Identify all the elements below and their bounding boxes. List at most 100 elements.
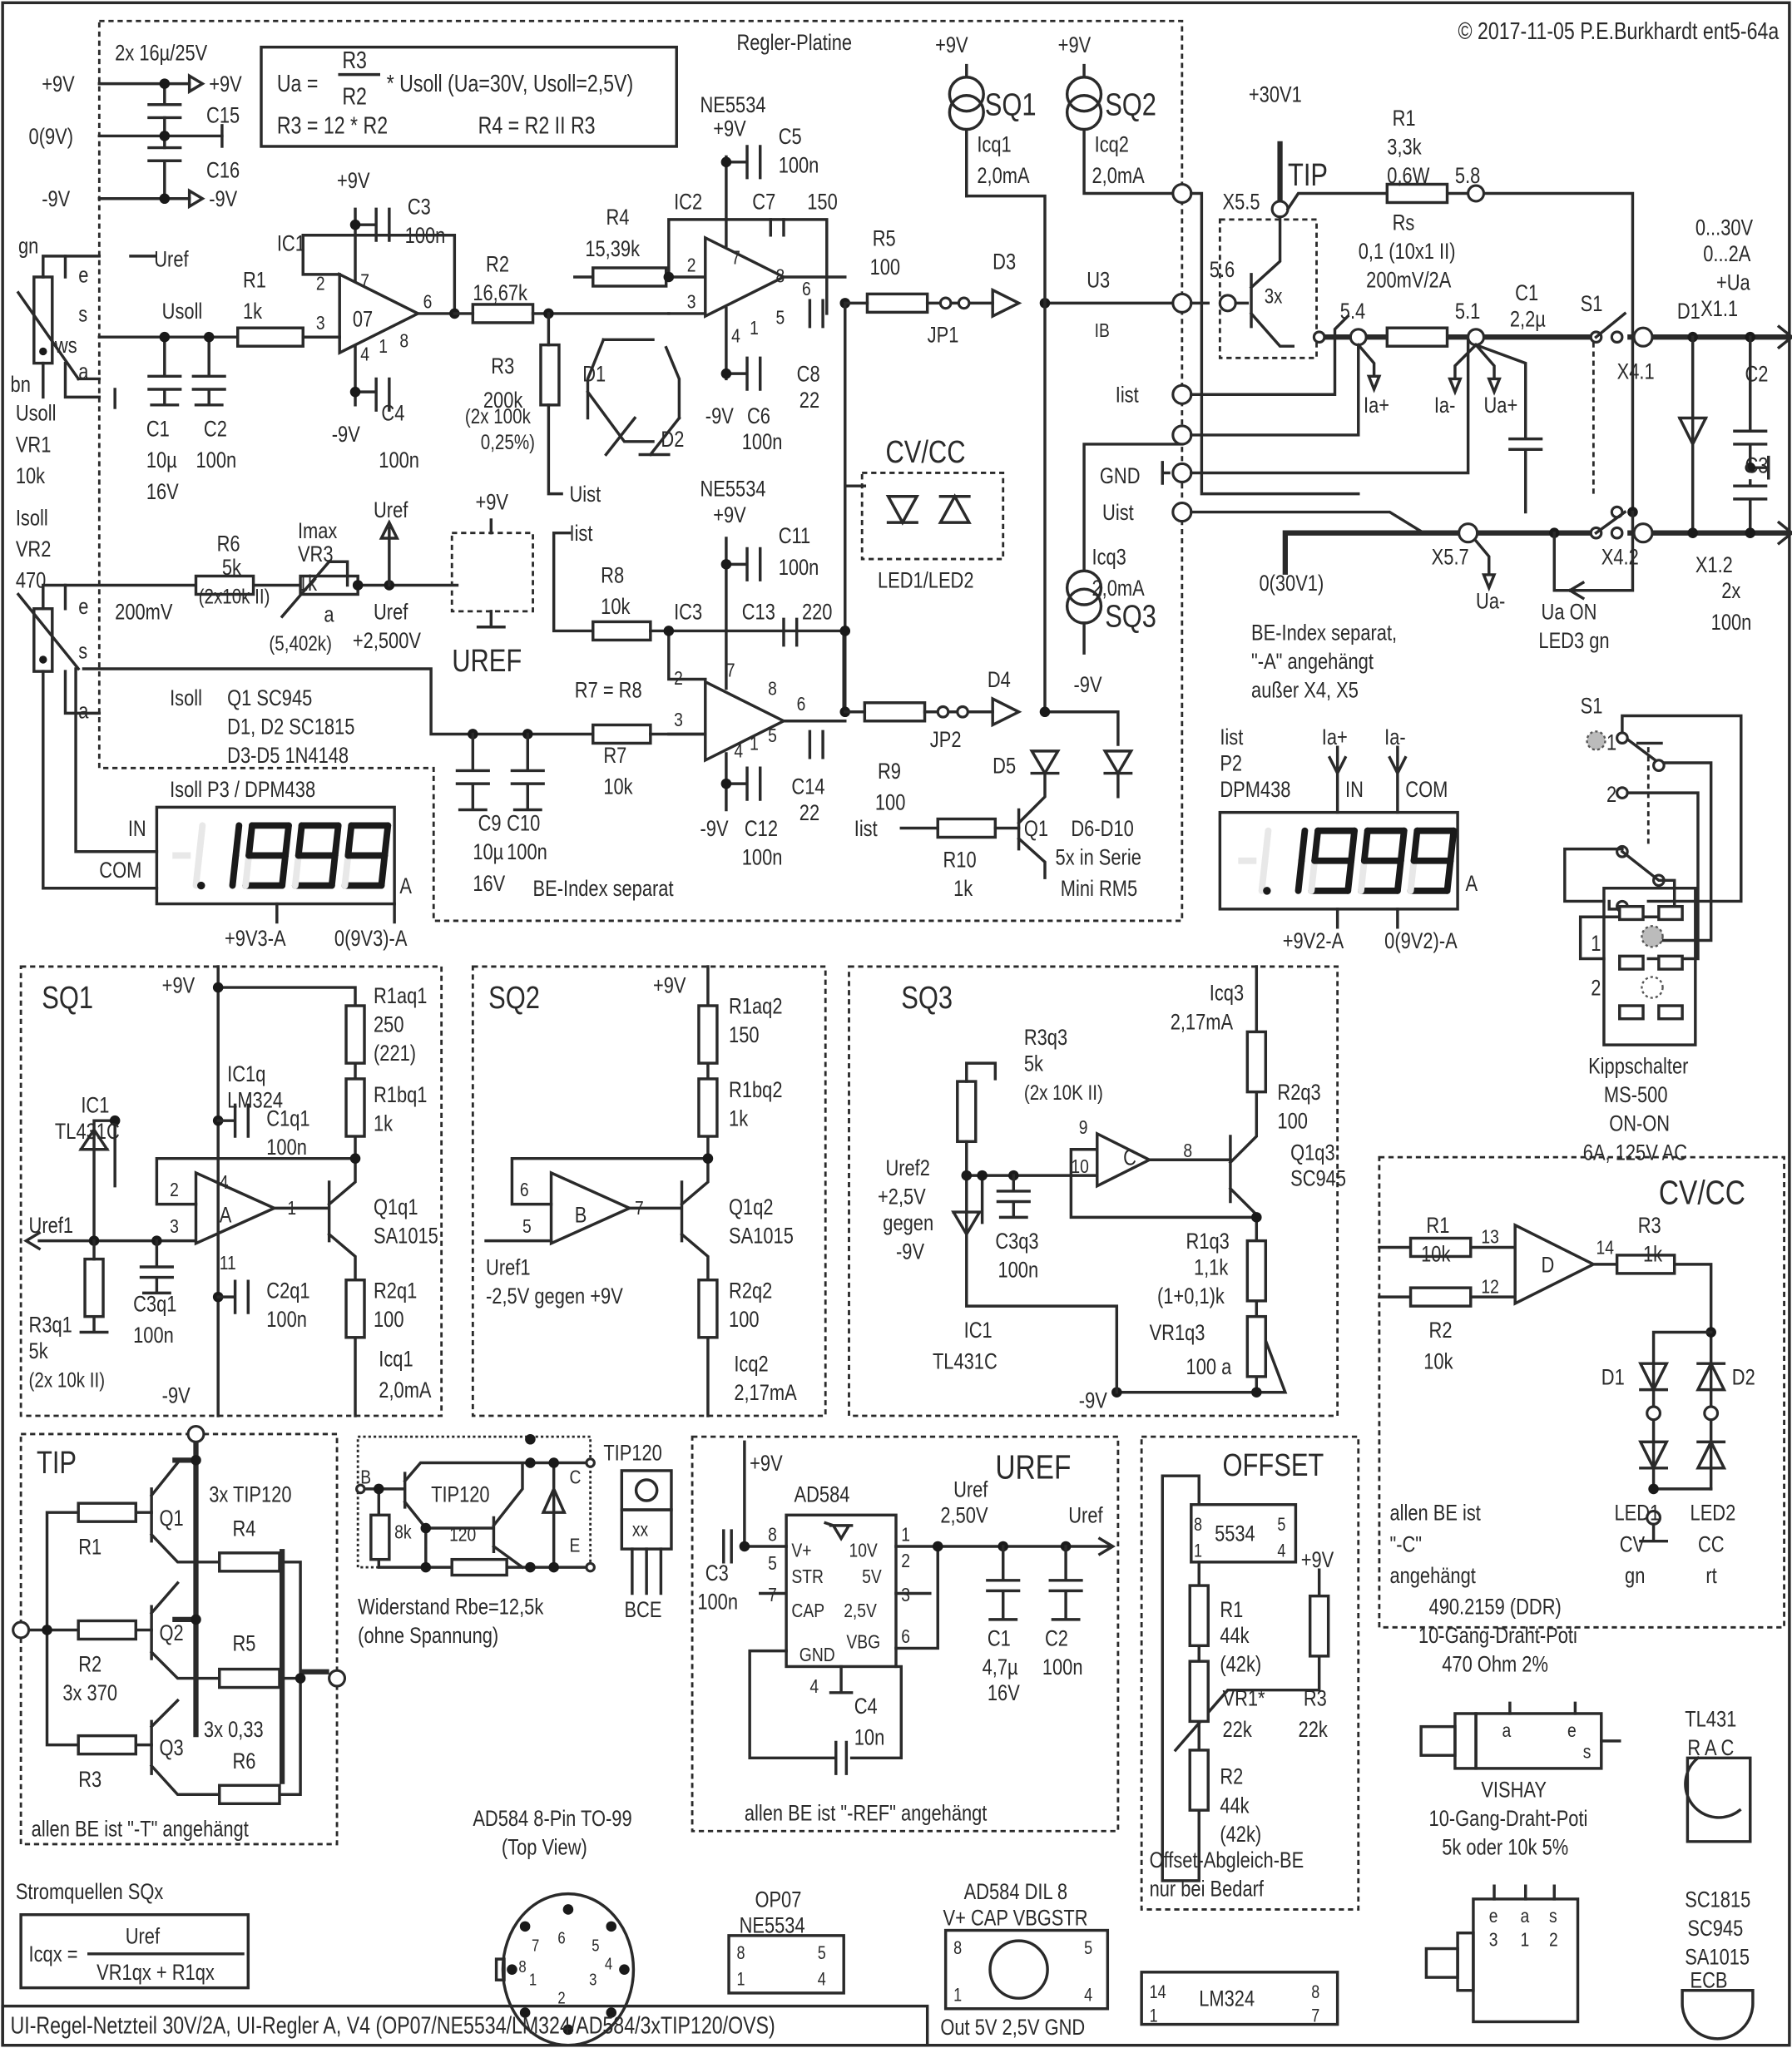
- labels-p2-in-label: IN: [1345, 778, 1364, 803]
- labels-c4-b-label: 100n: [379, 448, 419, 473]
- tip120-pkg-xx-label: xx: [632, 1519, 649, 1541]
- labels-zero9v-label: 0(9V): [29, 125, 73, 150]
- display-segment-c: [378, 852, 389, 889]
- tip-q2-label: Q2: [160, 1621, 184, 1646]
- labels-e1-label: e: [78, 263, 88, 288]
- display-segment-f: [1360, 827, 1371, 864]
- labels-imax-b-label: VR3: [298, 542, 334, 567]
- cvcc-amp-label: D: [1542, 1253, 1555, 1278]
- cvcc-led1-b-label: CV: [1620, 1532, 1646, 1557]
- labels-t56-label: 5.6: [1210, 258, 1235, 283]
- labels-c14-a-label: C14: [791, 775, 824, 800]
- labels-c1-a-label: C1: [146, 418, 170, 443]
- labels-r1p-a-label: R1: [1393, 106, 1416, 131]
- labels-c1-b-label: 10µ: [146, 448, 177, 473]
- sq1-r3q1-label: R3q1: [29, 1313, 72, 1338]
- labels-uref-block-label: UREF: [452, 644, 522, 679]
- sq3-circuit: [951, 965, 1288, 1398]
- uref-c4-v-label: 10n: [854, 1726, 884, 1751]
- parts-to99-pins-7-label: 8: [518, 1956, 526, 1976]
- tip120-title-label: TIP120: [431, 1483, 490, 1508]
- sq1-c2q1-label: C2q1: [266, 1279, 309, 1304]
- labels-r3-a-label: R3: [491, 354, 514, 379]
- cvcc-note-a-label: allen BE ist: [1389, 1501, 1481, 1526]
- parts-lm324-label: LM324: [1199, 1987, 1255, 2012]
- labels-p2-unit-label: A: [1466, 872, 1478, 897]
- sq2-r1bq2-label: R1bq2: [729, 1078, 782, 1103]
- labels-ua-on-label: Ua ON: [1542, 600, 1597, 625]
- tip-note-label: allen BE ist "-T" angehängt: [32, 1818, 249, 1843]
- parts-poti1-pa-label: a: [1502, 1719, 1511, 1741]
- sq3-icq3-label: Icq3: [1210, 982, 1244, 1007]
- sq2-title-label: SQ2: [488, 981, 540, 1016]
- labels-r5-a-label: R5: [873, 226, 896, 251]
- cvcc-r3-v-label: 1k: [1643, 1243, 1663, 1268]
- sq1-lm324-label: LM324: [227, 1089, 283, 1114]
- labels-p3-com-label: COM: [99, 858, 141, 883]
- labels-led12-label: LED1/LED2: [878, 569, 974, 594]
- sq3-r3q3-v-label: 5k: [1024, 1052, 1044, 1077]
- labels-c10-a-label: C10: [507, 812, 540, 837]
- labels-p2-sup-a-label: +9V2-A: [1283, 929, 1344, 954]
- labels-ia-minus-label: Ia-: [1434, 393, 1456, 418]
- sq2-icq2-label: Icq2: [734, 1353, 768, 1378]
- labels-iist-out-label: Iist: [1116, 383, 1139, 408]
- ic2-opamp: [573, 129, 1184, 714]
- display-segment-b: [381, 822, 392, 859]
- labels-t54-label: 5.4: [1340, 299, 1365, 324]
- parts-op07-a-label: OP07: [755, 1887, 801, 1912]
- labels-rs-b-label: 0,1 (10x1 II): [1359, 240, 1456, 265]
- offset-r1-label: R1: [1220, 1598, 1243, 1623]
- labels-r10-a-label: R10: [943, 848, 977, 873]
- labels-kipp-b-label: MS-500: [1604, 1083, 1668, 1108]
- sq2-r1aq2-v-label: 150: [729, 1023, 759, 1048]
- sq3-uref2-c-label: gegen: [883, 1211, 933, 1236]
- sq2-uref-note-label: -2,5V gegen +9V: [486, 1284, 623, 1309]
- offset-p8-label: 8: [1194, 1516, 1202, 1536]
- labels-t58-label: 5.8: [1455, 164, 1480, 189]
- sq2-pin6-label: 6: [520, 1179, 529, 1200]
- labels-r6-c-label: (2x10k II): [199, 585, 270, 608]
- display-segment-e: [1407, 857, 1418, 894]
- labels-c9-c-label: 16V: [473, 872, 506, 897]
- tip120-internal: [355, 1433, 673, 1595]
- cvcc-r3-label: R3: [1638, 1214, 1661, 1239]
- parts-vishay-b-label: 10-Gang-Draht-Poti: [1429, 1807, 1588, 1832]
- tip120-note-b-label: (ohne Spannung): [358, 1624, 498, 1649]
- tip120-note-a-label: Widerstand Rbe=12,5k: [358, 1595, 544, 1620]
- formula-box-line2b-label: R4 = R2 II R3: [478, 113, 596, 139]
- parts-dil-p5-label: 5: [1084, 1938, 1092, 1958]
- poti-ddr-drawing: [1419, 1701, 1621, 1770]
- labels-r9-b-label: 100: [875, 791, 905, 816]
- uref-vplus-label: V+: [791, 1540, 811, 1561]
- display-segment-f: [245, 822, 255, 859]
- uref-v10-label: 10V: [849, 1540, 878, 1561]
- parts-vishay-3-label: 3: [1489, 1929, 1498, 1951]
- parts-to99-pins-4-label: 5: [592, 1936, 599, 1955]
- labels-p30v1-label: +30V1: [1249, 83, 1302, 108]
- tip-r4-label: R4: [232, 1516, 255, 1541]
- labels-ic1-pin2-label: 2: [316, 273, 325, 294]
- labels-p3-sup-a-label: +9V3-A: [225, 927, 286, 952]
- display-segment-f: [196, 822, 206, 859]
- labels-ic2-pin3-label: 3: [687, 291, 696, 313]
- offset-note-b-label: nur bei Bedarf: [1150, 1877, 1265, 1902]
- uref-gnd-label: GND: [799, 1644, 835, 1665]
- labels-regler-platine-label: Regler-Platine: [736, 31, 852, 56]
- labels-ic1-label: IC1: [277, 232, 305, 257]
- cvcc-led1-a-label: LED1: [1614, 1501, 1660, 1526]
- parts-vishay-a-label: VISHAY: [1481, 1778, 1547, 1803]
- offset-r1-v-label: 44k: [1220, 1624, 1250, 1649]
- sq2-amp-label: B: [575, 1204, 587, 1229]
- parts-lm-p14-label: 14: [1150, 1983, 1166, 2003]
- formula-box-num-label: R3: [342, 48, 367, 74]
- uref-c1-v2-label: 16V: [988, 1681, 1021, 1706]
- display-segment-f: [1261, 827, 1272, 864]
- sq2-p9-label: +9V: [653, 973, 686, 998]
- parts-dil-c-label: Out 5V 2,5V GND: [940, 2016, 1085, 2041]
- sq2-icq2-v-label: 2,17mA: [734, 1381, 797, 1406]
- labels-u3-label: U3: [1087, 269, 1110, 294]
- uref-c2-v-label: 100n: [1042, 1655, 1083, 1680]
- offset-r2-label: R2: [1220, 1765, 1243, 1790]
- cvcc-d2-label: D2: [1732, 1365, 1755, 1390]
